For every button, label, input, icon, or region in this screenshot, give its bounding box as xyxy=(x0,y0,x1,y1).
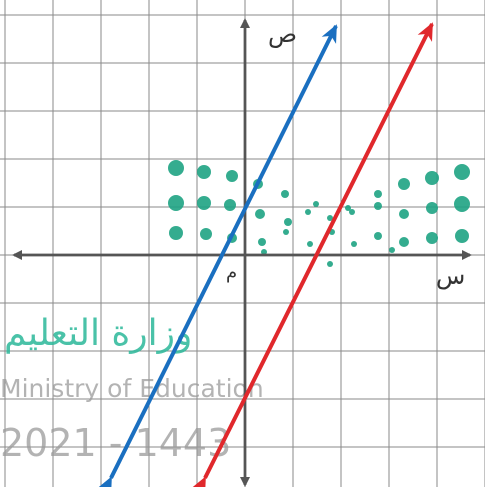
decorative-dot xyxy=(454,196,470,212)
decorative-dot xyxy=(168,160,184,176)
decorative-dot xyxy=(399,209,409,219)
decorative-dot xyxy=(169,226,183,240)
blue-line xyxy=(96,24,338,487)
decorative-dot xyxy=(455,229,469,243)
lines xyxy=(96,22,434,487)
decorative-dot xyxy=(389,247,395,253)
decorative-dot xyxy=(374,202,382,210)
decorative-dot xyxy=(307,241,313,247)
watermark-arabic-text: وزارة التعليم xyxy=(4,313,192,354)
decorative-dot xyxy=(454,164,470,180)
watermark-year-text: 2021 - 1443 xyxy=(0,421,231,465)
decorative-dot xyxy=(425,171,439,185)
decorative-dot xyxy=(398,178,410,190)
decorative-dot xyxy=(284,218,292,226)
decorative-dot xyxy=(258,238,266,246)
decorative-dot xyxy=(374,190,382,198)
decorative-dot xyxy=(305,209,311,215)
decorative-dot xyxy=(374,232,382,240)
decorative-dot xyxy=(200,228,212,240)
decorative-dot xyxy=(281,190,289,198)
red-line xyxy=(190,22,434,487)
watermark-english-text: Ministry of Education xyxy=(0,374,264,403)
y-axis-label: ص xyxy=(268,20,297,48)
decorative-dot xyxy=(224,199,236,211)
decorative-dot xyxy=(426,202,438,214)
decorative-dot xyxy=(351,241,357,247)
decorative-dot xyxy=(327,261,333,267)
decorative-dot xyxy=(426,232,438,244)
decorative-dot xyxy=(197,165,211,179)
decorative-dot xyxy=(283,229,289,235)
decorative-dot xyxy=(349,209,355,215)
decorative-dot xyxy=(197,196,211,210)
decorative-dot xyxy=(313,201,319,207)
decorative-dot xyxy=(168,195,184,211)
decorative-dot xyxy=(255,209,265,219)
axes: ص س م xyxy=(12,18,472,487)
decorative-dot xyxy=(226,170,238,182)
origin-label: م xyxy=(226,262,237,283)
x-axis-label: س xyxy=(436,262,465,290)
decorative-dot xyxy=(399,237,409,247)
